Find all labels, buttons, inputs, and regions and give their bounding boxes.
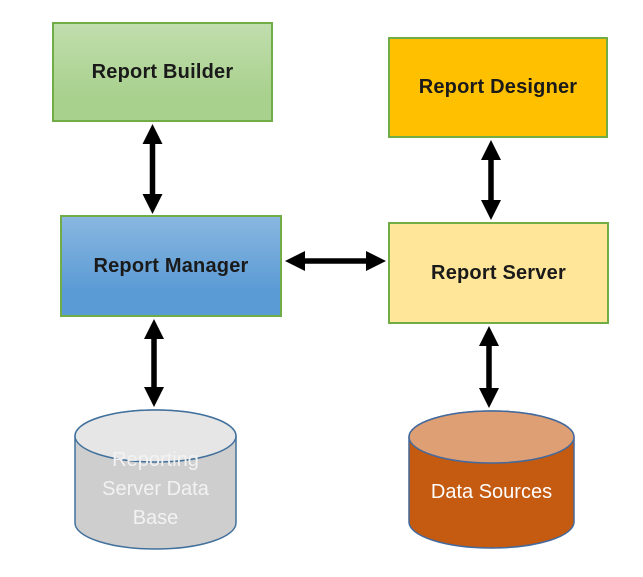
arrow-manager-server: [285, 251, 386, 271]
arrow-server-datasources: [479, 326, 499, 408]
database-cylinder-shape: [74, 409, 237, 550]
node-report-server-label: Report Server: [431, 261, 566, 284]
node-report-designer: Report Designer: [388, 37, 608, 138]
node-report-builder-label: Report Builder: [91, 60, 234, 83]
arrow-builder-manager: [142, 124, 163, 214]
node-report-manager: Report Manager: [60, 215, 282, 317]
node-report-builder: Report Builder: [52, 22, 273, 122]
node-report-server: Report Server: [388, 222, 609, 324]
node-report-manager-label: Report Manager: [93, 254, 249, 277]
database-cylinder-shape: [408, 410, 575, 549]
arrow-manager-database: [144, 319, 164, 407]
node-data-sources: Data Sources: [408, 410, 575, 549]
node-report-designer-label: Report Designer: [418, 76, 578, 98]
arrow-designer-server: [481, 140, 501, 220]
node-reporting-database: Reporting Server Data Base: [74, 409, 237, 550]
